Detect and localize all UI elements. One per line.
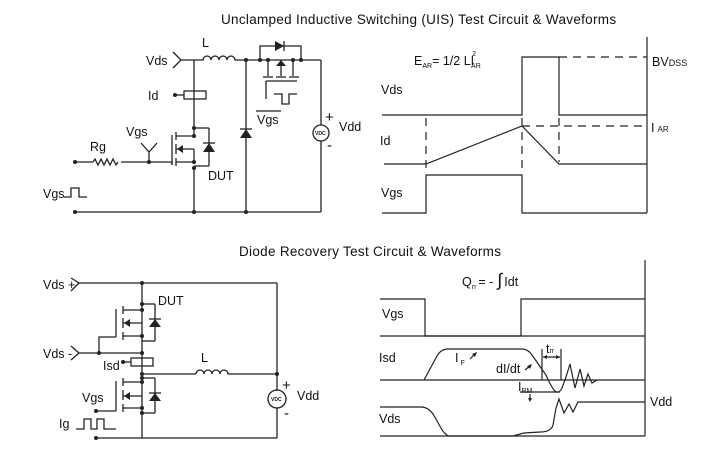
uis-vgs-wave-label: Vgs <box>381 186 403 200</box>
uis-plus-sign: + <box>325 109 334 126</box>
freewheel-diode-icon <box>240 129 252 138</box>
inductor-icon <box>200 55 246 61</box>
uis-inductor-label: L <box>202 36 209 50</box>
isd-label: Isd <box>103 359 120 373</box>
diode-vgs-wave-label: Vgs <box>382 307 404 321</box>
uis-rg-label: Rg <box>90 140 106 154</box>
diode-minus-sign: - <box>284 405 289 422</box>
uis-vdd-label: Vdd <box>339 120 361 134</box>
svg-text:VDC: VDC <box>315 131 326 137</box>
upper-mosfet-icon <box>115 303 161 343</box>
dut-mosfet-icon <box>171 126 215 170</box>
vds-probe-terminal <box>172 51 182 69</box>
clamp-mosfet-icon <box>259 41 302 105</box>
resistor-rg-icon <box>92 157 119 167</box>
isd-trace <box>423 348 598 393</box>
diode-recovery-title: Diode Recovery Test Circuit & Waveforms <box>239 244 501 259</box>
diode-vgs-trace <box>380 298 645 337</box>
diode-vgs-label: Vgs <box>82 391 104 405</box>
lower-mosfet-icon <box>115 374 161 438</box>
pulse-icon <box>64 187 87 198</box>
uis-id-trace <box>384 125 647 165</box>
uis-vds-wave-label: Vds <box>381 83 403 97</box>
diode-vds-trace <box>380 397 645 437</box>
diode-inductor-label: L <box>201 351 208 365</box>
uis-id-wave-label: Id <box>380 134 390 148</box>
didt-label: dI/dt <box>496 362 521 376</box>
vds-plus-label: Vds + <box>43 278 75 292</box>
diode-vdd-label: Vdd <box>297 389 319 403</box>
uis-vds-trace <box>382 56 647 116</box>
ig-label: Ig <box>59 417 69 431</box>
inverted-pulse-icon <box>274 93 297 105</box>
trr-label: trr <box>546 342 555 356</box>
uis-minus-sign: - <box>327 137 332 154</box>
diode-vds-wave-label: Vds <box>379 412 401 426</box>
vds-minus-label: Vds - <box>43 347 72 361</box>
diode-dut-label: DUT <box>158 294 184 308</box>
uis-title: Unclamped Inductive Switching (UIS) Test… <box>221 12 616 27</box>
vds-minus-terminal <box>70 345 80 361</box>
uis-circuit: Vds L Id <box>43 36 361 214</box>
diode-recovery-circuit: Vds + DUT Vds - <box>43 277 319 440</box>
uis-vgs-trace <box>382 174 647 214</box>
diode-vdd-wave-label: Vdd <box>650 395 672 409</box>
uis-vds-label: Vds <box>146 54 168 68</box>
uis-vgs-pulse-label: Vgs <box>43 187 65 201</box>
diode-plus-sign: + <box>282 377 291 394</box>
current-probe-icon <box>183 90 207 100</box>
bvdss-label: BVDSS <box>652 55 687 69</box>
irm-label: IRM <box>518 380 533 395</box>
svg-text:VDC: VDC <box>271 397 282 403</box>
uis-id-label: Id <box>148 89 158 103</box>
vgs-probe-terminal <box>140 142 158 153</box>
qrr-formula: Qrr= -∫Idt <box>462 270 519 291</box>
diode-isd-wave-label: Isd <box>379 351 396 365</box>
uis-vgs-bar-label: Vgs <box>257 113 279 127</box>
uis-vgs-probe-label: Vgs <box>126 125 148 139</box>
diode-inductor-icon <box>195 369 277 375</box>
isd-current-probe-icon <box>130 357 154 367</box>
ig-pulse-icon <box>76 418 116 430</box>
uis-dut-label: DUT <box>208 169 234 183</box>
